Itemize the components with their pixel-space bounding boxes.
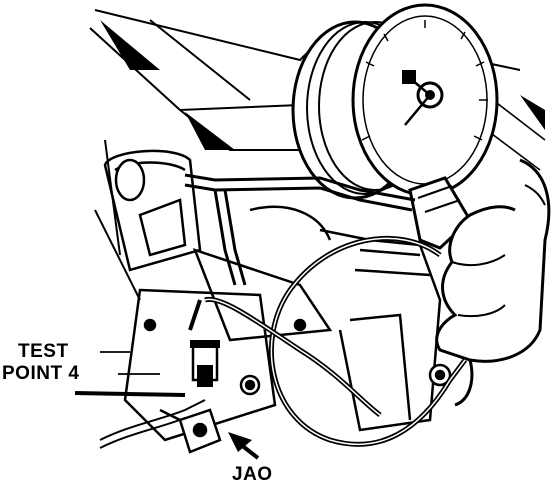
hand [435,158,551,407]
test-point-label-line1: TEST [18,341,69,362]
test-point-label-line2: POINT 4 [2,363,80,384]
gauge-needle [404,79,432,126]
fuel-line [184,173,416,286]
pressure-gauge [291,3,499,250]
test-point-fitting [190,340,220,387]
test-hose [188,296,382,417]
gauge-ticks [361,20,488,141]
drain-line [99,399,206,441]
jao-label: JAO [232,464,273,485]
leader-lines [74,351,186,397]
mounting-plate [123,288,452,442]
hood-shading [100,20,545,150]
jao-arrow [228,432,260,460]
